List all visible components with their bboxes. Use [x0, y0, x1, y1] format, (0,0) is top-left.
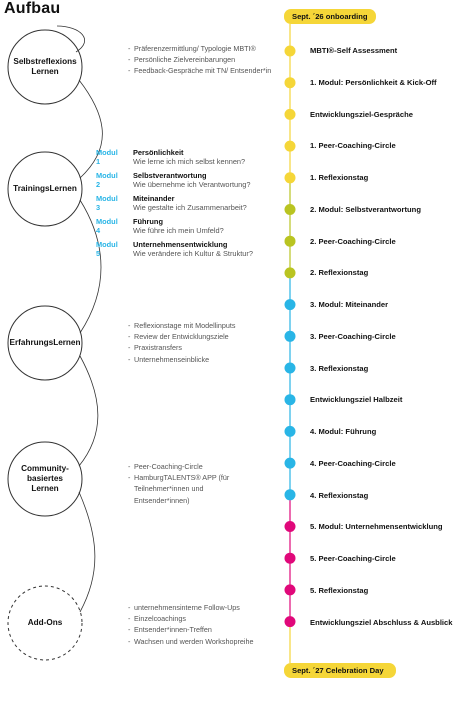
timeline-dot [284, 362, 296, 374]
connector-curve [56, 25, 86, 53]
module-tag: Modul 2 [96, 171, 118, 190]
bullets-community: Peer-Coaching-Circle HamburgTALENTS® APP… [128, 461, 253, 506]
bullet-item: Peer-Coaching-Circle [128, 461, 253, 472]
timeline-dot [284, 204, 296, 215]
circle-label-selbstreflexion: Selbstreflexions Lernen [13, 57, 77, 76]
module-question: Wie übernehme ich Verantwortung? [133, 180, 251, 189]
connector-curve [79, 199, 102, 334]
timeline-dot [284, 457, 296, 469]
circle-addons [7, 585, 83, 661]
timeline-dot [284, 267, 296, 279]
timeline-item-label: 4. Modul: Führung [310, 427, 377, 436]
timeline-item-label: 1. Reflexionstag [310, 173, 369, 182]
bullets-addons: unternehmensinterne Follow-Ups Einzelcoa… [128, 602, 288, 647]
bullet-item: Praxistransfers [128, 342, 278, 353]
timeline-item-label: 4. Peer-Coaching-Circle [310, 459, 396, 468]
timeline-dot [284, 521, 296, 532]
timeline-dot [284, 45, 296, 57]
timeline-item-label: 2. Modul: Selbstverantwortung [310, 205, 421, 214]
timeline-item-label: 5. Reflexionstag [310, 586, 369, 595]
timeline-dot [284, 108, 296, 120]
timeline-item-label: Entwicklungsziel Abschluss & Ausblick [310, 618, 453, 627]
circle-erfahrung [7, 305, 83, 381]
timeline-dot [284, 584, 296, 596]
timeline-item-label: 3. Modul: Miteinander [310, 300, 389, 309]
timeline-item-label: Entwicklungsziel-Gespräche [310, 110, 413, 119]
bullet-item: Einzelcoachings [128, 613, 288, 624]
timeline-dot [284, 77, 296, 89]
module-title: Führung [133, 217, 163, 226]
circle-community [7, 441, 83, 517]
timeline-item-label: 2. Reflexionstag [310, 268, 369, 277]
timeline-item-label: 1. Modul: Persönlichkeit & Kick-Off [310, 78, 437, 87]
bullet-item: Review der Entwicklungsziele [128, 331, 278, 342]
timeline-item-label: MBTI®-Self Assessment [310, 46, 398, 55]
module-tag: Modul 1 [96, 148, 118, 167]
connector-curve [78, 355, 99, 467]
circle-label-training: TrainingsLernen [13, 184, 77, 194]
bullet-item: Feedback-Gespräche mit TN/ Entsender*in [128, 65, 278, 76]
bullet-item: Reflexionstage mit Modellinputs [128, 320, 278, 331]
circle-label-community: Community-basiertes Lernen [21, 464, 69, 493]
circle-label-addons: Add-Ons [27, 618, 63, 628]
milestone-start: Sept. ´26 onboarding [284, 9, 376, 24]
bullet-item: Unternehmenseinblicke [128, 354, 278, 365]
module-question: Wie lerne ich mich selbst kennen? [133, 157, 246, 166]
timeline-item-label: 2. Peer-Coaching-Circle [310, 237, 396, 246]
timeline-item-label: 3. Peer-Coaching-Circle [310, 332, 396, 341]
module-title: Miteinander [133, 194, 175, 203]
timeline-item-label: 5. Peer-Coaching-Circle [310, 554, 396, 563]
timeline-item-label: Entwicklungsziel Halbzeit [310, 395, 403, 404]
timeline-dot [284, 235, 296, 247]
bullet-item: unternehmensinterne Follow-Ups [128, 602, 288, 613]
module-tag: Modul 5 [96, 240, 118, 259]
bullet-item: Präferenzermittlung/ Typologie MBTI® [128, 43, 278, 54]
timeline-item-label: 3. Reflexionstag [310, 364, 369, 373]
milestone-end: Sept. ´27 Celebration Day [284, 663, 396, 678]
timeline-dot [284, 330, 296, 342]
module-title: Unternehmensentwicklung [133, 240, 228, 249]
connector-curve [78, 491, 96, 613]
timeline-dot [284, 394, 296, 406]
timeline-dot [284, 172, 296, 184]
bullet-item: Persönliche Zielvereinbarungen [128, 54, 278, 65]
bullet-item: Wachsen und werden Workshopreihe [128, 636, 288, 647]
module-question: Wie führe ich mein Umfeld? [133, 226, 224, 235]
bullets-selbstreflexion: Präferenzermittlung/ Typologie MBTI® Per… [128, 43, 278, 77]
timeline-dot [284, 552, 296, 564]
bullet-item: HamburgTALENTS® APP (für Teilnehmer*inne… [128, 472, 253, 506]
timeline-item-label: 5. Modul: Unternehmensentwicklung [310, 522, 443, 531]
timeline-dot [284, 140, 296, 152]
module-tag: Modul 3 [96, 194, 118, 213]
timeline-item-label: 1. Peer-Coaching-Circle [310, 141, 396, 150]
module-question: Wie gestalte ich Zusammenarbeit? [133, 203, 247, 212]
circle-training [7, 151, 83, 227]
page-title: Aufbau [4, 0, 61, 17]
timeline-dot [284, 489, 296, 501]
timeline-dot [284, 299, 296, 311]
bullets-erfahrung: Reflexionstage mit Modellinputs Review d… [128, 320, 278, 365]
module-tag: Modul 4 [96, 217, 118, 236]
module-question: Wie verändere ich Kultur & Struktur? [133, 249, 253, 258]
module-title: Persönlichkeit [133, 148, 184, 157]
connector-curve [78, 79, 103, 179]
timeline-item-label: 4. Reflexionstag [310, 491, 369, 500]
bullet-item: Entsender*innen-Treffen [128, 624, 288, 635]
timeline-dot [284, 425, 296, 437]
circle-selbstreflexion [7, 29, 83, 105]
module-title: Selbstverantwortung [133, 171, 207, 180]
circle-label-erfahrung: ErfahrungsLernen [9, 338, 81, 348]
